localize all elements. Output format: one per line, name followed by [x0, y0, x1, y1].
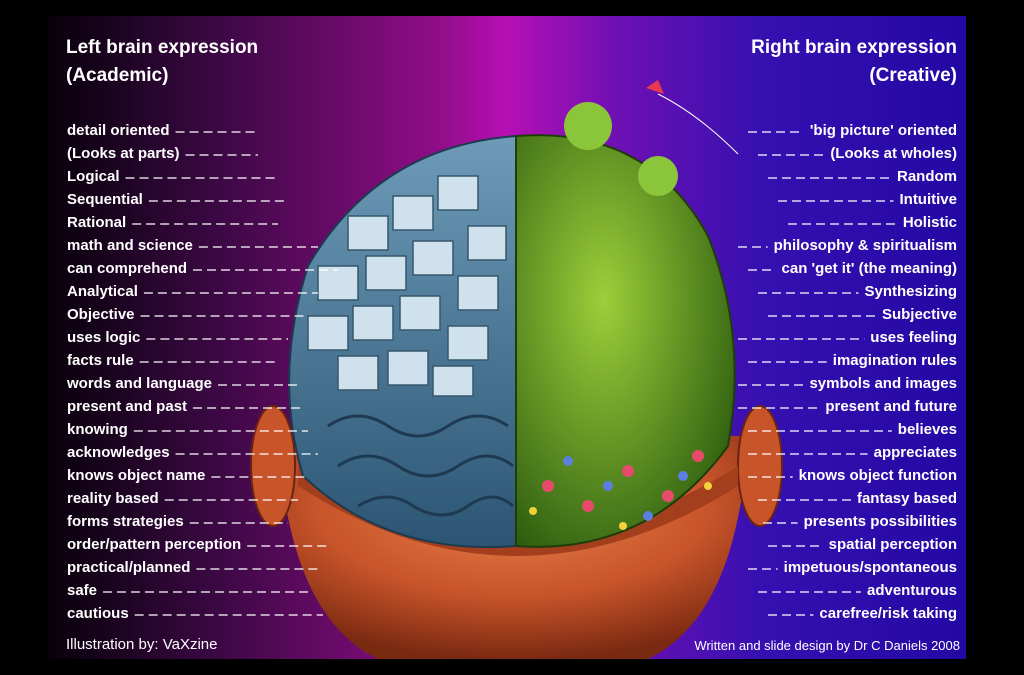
right-item: knows object function [798, 467, 957, 484]
brain-illustration [103, 80, 897, 659]
left-item: forms strategies [67, 513, 184, 530]
right-item: 'big picture' oriented [809, 122, 957, 139]
left-item: reality based [67, 490, 159, 507]
left-item: words and language [67, 375, 213, 392]
right-item: adventurous [866, 582, 957, 599]
left-item: practical/planned [67, 559, 191, 576]
left-item: cautious [67, 605, 129, 622]
right-item: Intuitive [899, 191, 957, 208]
left-item: Logical [67, 168, 120, 185]
left-item: (Looks at parts) [67, 145, 180, 162]
left-item: Rational [67, 214, 127, 231]
right-item: Subjective [881, 306, 957, 323]
right-title: Right brain expression (Creative) [751, 34, 957, 90]
left-item: knowing [67, 421, 128, 438]
left-title: Left brain expression (Academic) [66, 34, 258, 90]
right-item: philosophy & spiritualism [773, 237, 957, 254]
right-item: Random [897, 168, 957, 185]
right-item: impetuous/spontaneous [783, 559, 957, 576]
right-item: Synthesizing [864, 283, 957, 300]
left-item: knows object name [67, 467, 206, 484]
right-item: symbols and images [809, 375, 957, 392]
right-item: present and future [825, 398, 957, 415]
right-item: believes [897, 421, 957, 438]
left-title-line1: Left brain expression [66, 37, 259, 58]
right-item: spatial perception [828, 536, 957, 553]
right-item: can 'get it' (the meaning) [781, 260, 957, 277]
right-title-line1: Right brain expression [751, 37, 957, 58]
right-item: carefree/risk taking [819, 605, 957, 622]
left-item: detail oriented [67, 122, 170, 139]
left-item: can comprehend [67, 260, 188, 277]
left-brain-hemisphere [288, 134, 517, 549]
right-item: appreciates [873, 444, 957, 461]
illustration-credit: Illustration by: VaXzine [66, 636, 218, 653]
right-title-line2: (Creative) [869, 65, 957, 86]
left-item: Sequential [67, 191, 143, 208]
left-item: acknowledges [67, 444, 170, 461]
left-title-line2: (Academic) [66, 65, 169, 86]
right-item: uses feeling [870, 329, 957, 346]
left-item: order/pattern perception [67, 536, 242, 553]
right-brain-hemisphere [515, 80, 739, 548]
left-item: math and science [67, 237, 193, 254]
right-item: imagination rules [832, 352, 957, 369]
left-item: Analytical [67, 283, 138, 300]
right-item: presents possibilities [803, 513, 957, 530]
author-credit: Written and slide design by Dr C Daniels… [694, 638, 960, 653]
right-item: (Looks at wholes) [830, 145, 957, 162]
right-item: fantasy based [856, 490, 957, 507]
left-item: uses logic [67, 329, 141, 346]
right-item: Holistic [902, 214, 957, 231]
left-item: Objective [67, 306, 135, 323]
left-item: safe [67, 582, 98, 599]
left-item: present and past [67, 398, 188, 415]
slide-panel: Left brain expression (Academic) Right b… [48, 16, 966, 659]
left-item: facts rule [67, 352, 134, 369]
